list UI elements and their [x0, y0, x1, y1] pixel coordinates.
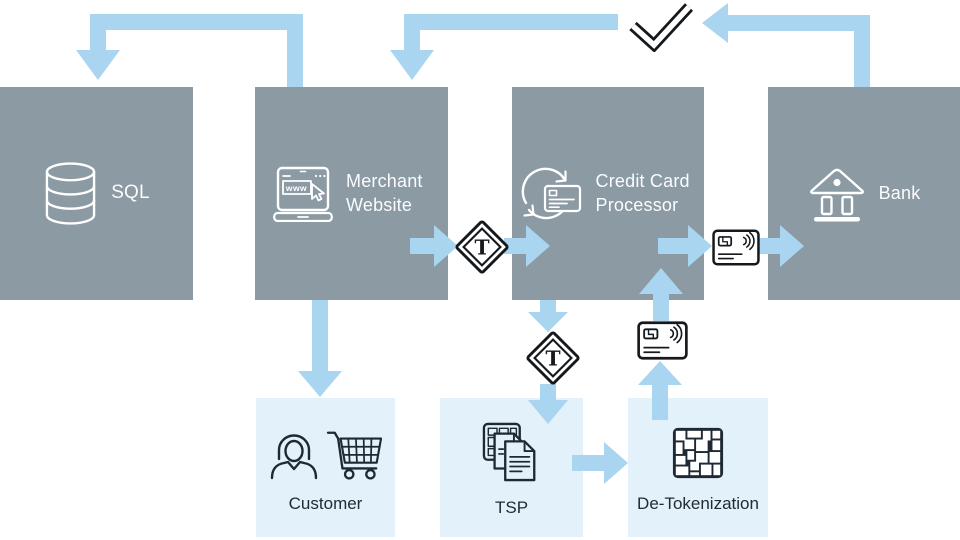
arrow-check-to-merchant [390, 14, 618, 80]
token-letter: T [545, 347, 560, 371]
arrow-bank-to-check [702, 3, 870, 87]
node-tsp: TSP [440, 398, 583, 537]
www-text: www [285, 183, 307, 193]
node-merchant-website: www Merchant Website [255, 87, 448, 300]
node-bank-label: Bank [878, 182, 921, 203]
database-icon [45, 162, 96, 225]
contactless-card-icon-2 [637, 321, 688, 360]
node-sql-label: SQL [111, 182, 150, 204]
bank-icon [809, 168, 864, 221]
node-tsp-label: TSP [494, 497, 529, 517]
checkmark-icon [629, 3, 694, 52]
shopping-cart-icon [326, 431, 382, 480]
node-credit-card-processor-label: Credit Card Processor [595, 171, 690, 215]
tokenized-documents-icon [482, 422, 535, 481]
node-merchant-website-label: Merchant Website [346, 171, 423, 215]
person-icon [270, 434, 317, 479]
node-credit-card-processor: Credit Card Processor [512, 87, 704, 300]
mosaic-detokenization-icon [672, 427, 724, 478]
node-de-tokenization: De-Tokenization [628, 398, 768, 537]
node-sql: SQL [0, 87, 193, 300]
contactless-card-icon [712, 229, 760, 266]
customer-icons [268, 426, 384, 480]
node-customer-label: Customer [288, 493, 363, 513]
card-processing-icon [521, 167, 581, 219]
node-customer: Customer [256, 398, 395, 537]
browser-laptop-icon: www [273, 166, 333, 222]
token-icon-2: T [526, 331, 580, 385]
arrow-merchant-to-sql [76, 14, 303, 87]
node-bank: Bank [768, 87, 960, 300]
token-letter: T [474, 236, 489, 260]
arrow-merchant-to-customer [298, 300, 342, 397]
node-de-tokenization-label: De-Tokenization [637, 493, 759, 513]
arrow-processor-to-token2 [528, 300, 568, 332]
token-icon: T [455, 220, 509, 274]
